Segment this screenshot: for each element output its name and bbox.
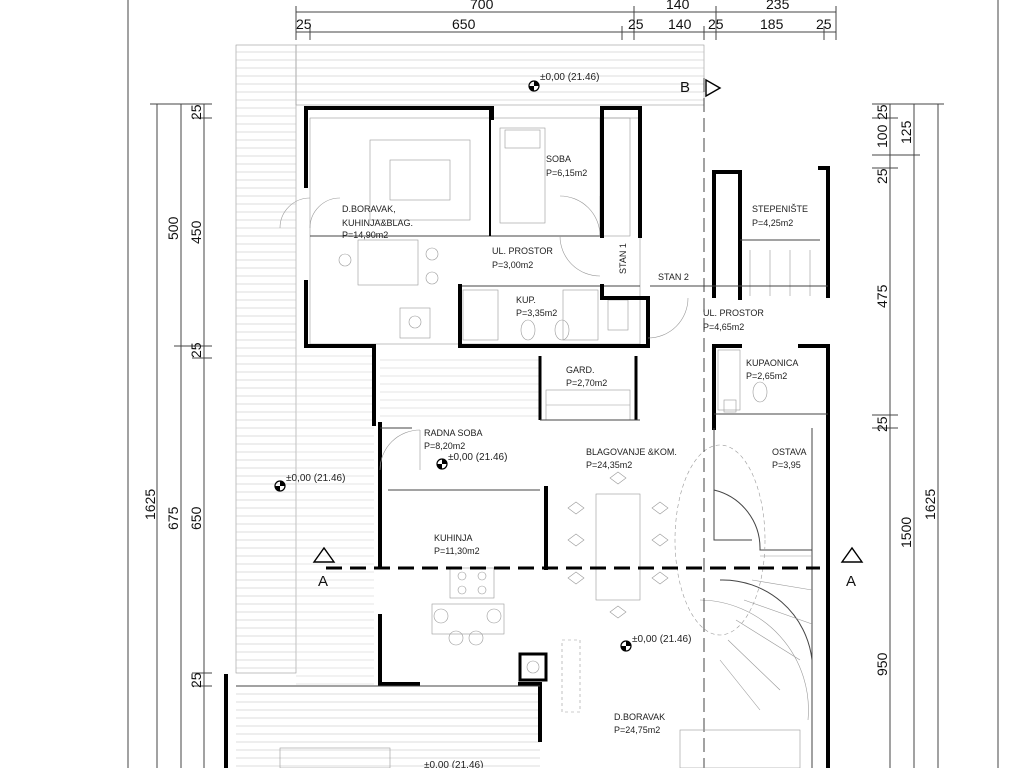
dim-25-d: 25 bbox=[816, 16, 832, 32]
dim-25-l1: 25 bbox=[188, 104, 204, 120]
section-marker-a-left: A bbox=[318, 573, 328, 590]
room-blagovanje-name: BLAGOVANJE &KOM. bbox=[586, 447, 677, 457]
room-radna-soba-name: RADNA SOBA bbox=[424, 428, 483, 438]
level-radna: ±0,00 (21.46) bbox=[448, 452, 507, 463]
room-kuhinja-area: P=11,30m2 bbox=[434, 546, 480, 556]
room-soba-area: P=6,15m2 bbox=[546, 168, 587, 178]
dim-25-a: 25 bbox=[296, 16, 312, 32]
room-d-boravak-1-name: D.BORAVAK, bbox=[342, 204, 396, 214]
room-d-boravak-2-area: P=24,75m2 bbox=[614, 725, 660, 735]
dim-1500: 1500 bbox=[898, 517, 914, 548]
bathroom-block bbox=[712, 344, 830, 430]
dim-1625-left: 1625 bbox=[142, 489, 158, 520]
room-blagovanje-area: P=24,35m2 bbox=[586, 460, 632, 470]
apartment-2-walls bbox=[224, 422, 830, 768]
room-d-boravak-1-area: P=14,90m2 bbox=[342, 230, 388, 240]
room-ul-prostor-1-area: P=3,00m2 bbox=[492, 260, 533, 270]
dim-25-r1: 25 bbox=[874, 104, 890, 120]
section-marker-b: B bbox=[680, 79, 690, 96]
room-gard-area: P=2,70m2 bbox=[566, 378, 607, 388]
room-soba-name: SOBA bbox=[546, 154, 571, 164]
dim-25-c: 25 bbox=[708, 16, 724, 32]
section-line-a bbox=[312, 546, 864, 570]
room-ul-prostor-2-name: UL. PROSTOR bbox=[703, 308, 764, 318]
section-line-b bbox=[703, 78, 722, 768]
dim-125: 125 bbox=[898, 120, 914, 144]
level-markers bbox=[274, 80, 632, 652]
dim-25-l3: 25 bbox=[188, 672, 204, 688]
level-left: ±0,00 (21.46) bbox=[286, 473, 345, 484]
left-dimensions: 1625 500 675 25 450 25 650 25 bbox=[142, 103, 212, 768]
dim-25-r2: 25 bbox=[874, 168, 890, 184]
dining-table bbox=[567, 471, 669, 619]
section-marker-a-right: A bbox=[846, 573, 856, 590]
dim-1625-right: 1625 bbox=[922, 489, 938, 520]
dim-450: 450 bbox=[188, 220, 204, 244]
dim-25-b: 25 bbox=[628, 16, 644, 32]
level-bottom: ±0,00 (21.46) bbox=[424, 760, 483, 768]
dim-650-top: 650 bbox=[452, 16, 476, 32]
dim-700: 700 bbox=[470, 0, 494, 12]
dim-140-b: 140 bbox=[668, 16, 692, 32]
room-stepeniste-area: P=4,25m2 bbox=[752, 218, 793, 228]
stair-block bbox=[647, 166, 830, 339]
room-kup-name: KUP. bbox=[516, 295, 536, 305]
dim-185: 185 bbox=[760, 16, 784, 32]
dim-475: 475 bbox=[874, 284, 890, 308]
room-radna-soba-area: P=8,20m2 bbox=[424, 441, 465, 451]
dim-650-left: 650 bbox=[188, 506, 204, 530]
room-gard-name: GARD. bbox=[566, 365, 595, 375]
level-top: ±0,00 (21.46) bbox=[540, 72, 599, 83]
kitchen-island bbox=[431, 567, 581, 713]
dim-25-r3: 25 bbox=[874, 416, 890, 432]
room-kup-area: P=3,35m2 bbox=[516, 308, 557, 318]
room-ostava-name: OSTAVA bbox=[772, 447, 807, 457]
level-living: ±0,00 (21.46) bbox=[632, 634, 691, 645]
room-d-boravak-1-name2: KUHINJA&BLAG. bbox=[342, 218, 413, 228]
sofa-outline bbox=[679, 729, 801, 768]
dim-25-l2: 25 bbox=[188, 342, 204, 358]
dim-950: 950 bbox=[874, 652, 890, 676]
terrace-furniture bbox=[279, 747, 391, 768]
room-ul-prostor-1-name: UL. PROSTOR bbox=[492, 246, 553, 256]
dim-500: 500 bbox=[165, 216, 181, 240]
wardrobe bbox=[538, 356, 640, 421]
right-dimensions: 25 100 25 475 25 950 125 1500 1625 bbox=[872, 103, 944, 768]
dim-235: 235 bbox=[766, 0, 790, 12]
label-stan-1: STAN 1 bbox=[618, 243, 628, 274]
room-ul-prostor-2-area: P=4,65m2 bbox=[703, 322, 744, 332]
room-kupaonica-area: P=2,65m2 bbox=[746, 371, 787, 381]
dim-675: 675 bbox=[165, 506, 181, 530]
room-kupaonica-name: KUPAONICA bbox=[746, 358, 798, 368]
room-stepeniste-name: STEPENIŠTE bbox=[752, 204, 808, 214]
dim-100: 100 bbox=[874, 124, 890, 148]
dim-140-a: 140 bbox=[666, 0, 690, 12]
label-stan-2: STAN 2 bbox=[658, 272, 689, 282]
room-d-boravak-2-name: D.BORAVAK bbox=[614, 712, 665, 722]
terrace-hatch bbox=[235, 44, 705, 767]
apartment-1-walls bbox=[304, 106, 650, 426]
spiral-stair bbox=[674, 428, 813, 721]
room-kuhinja-name: KUHINJA bbox=[434, 533, 473, 543]
top-dimensions: 700 140 235 25 650 25 140 25 185 25 bbox=[295, 0, 837, 40]
room-ostava-area: P=3,95 bbox=[772, 460, 801, 470]
